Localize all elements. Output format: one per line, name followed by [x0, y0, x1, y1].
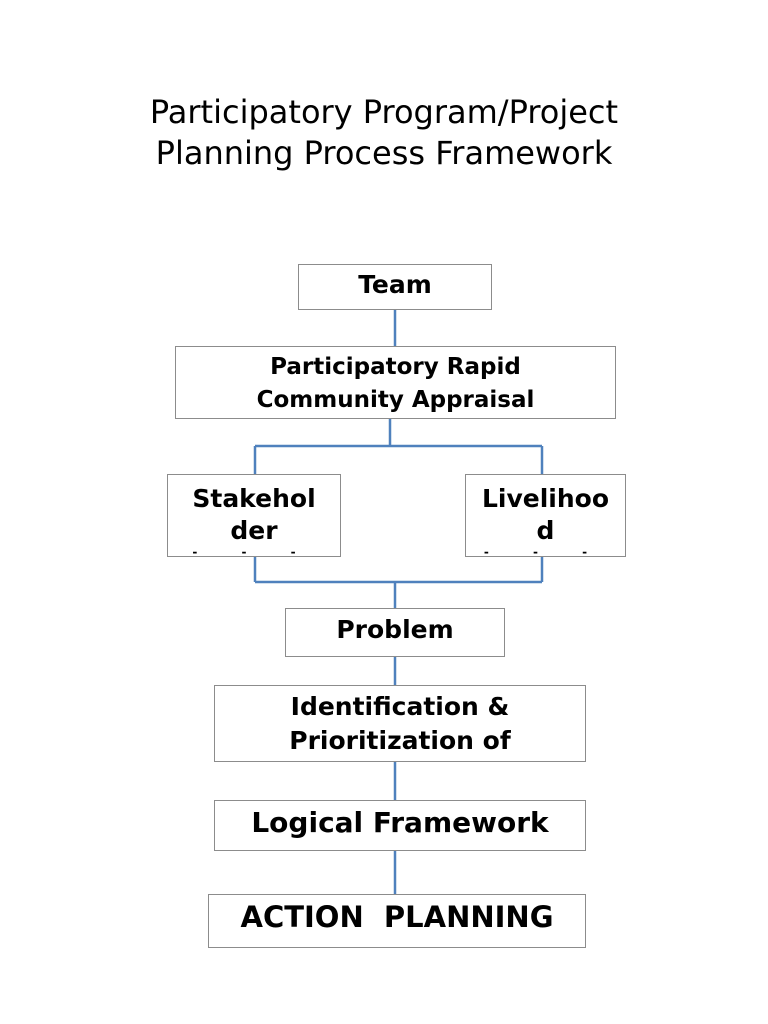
stakeholder-label-line-1: Stakehol [192, 484, 316, 513]
livelihood-clipped-text: - - - [483, 545, 608, 557]
stakeholder-label-line-2: der [230, 516, 278, 545]
livelihood-label-line-1: Livelihoo [481, 484, 610, 513]
prca-box: Participatory Rapid Community Appraisal [175, 346, 616, 419]
stakeholder-box: Stakehol der - - - [167, 474, 341, 557]
logical-framework-label: Logical Framework [251, 806, 549, 839]
livelihood-label-line-2: d [536, 516, 555, 545]
stakeholder-clipped-text: - - - [192, 545, 316, 557]
prca-label-line-1: Participatory Rapid [270, 354, 521, 380]
identification-label-line-2: Prioritization of [289, 726, 511, 755]
title-line-2: Planning Process Framework [155, 134, 613, 172]
problem-box: Problem [285, 608, 505, 657]
logical-framework-box: Logical Framework [214, 800, 586, 851]
prca-label-line-2: Community Appraisal [256, 387, 535, 413]
diagram-title: Participatory Program/Project Planning P… [0, 92, 768, 174]
action-planning-label: ACTION PLANNING [240, 900, 554, 934]
identification-box: Identification & Prioritization of [214, 685, 586, 762]
team-label: Team [358, 270, 432, 299]
team-box: Team [298, 264, 492, 310]
problem-label: Problem [336, 615, 454, 644]
action-planning-box: ACTION PLANNING [208, 894, 586, 948]
title-line-1: Participatory Program/Project [149, 93, 619, 131]
identification-label-line-1: Identification & [290, 692, 510, 721]
livelihood-box: Livelihoo d - - - [465, 474, 626, 557]
